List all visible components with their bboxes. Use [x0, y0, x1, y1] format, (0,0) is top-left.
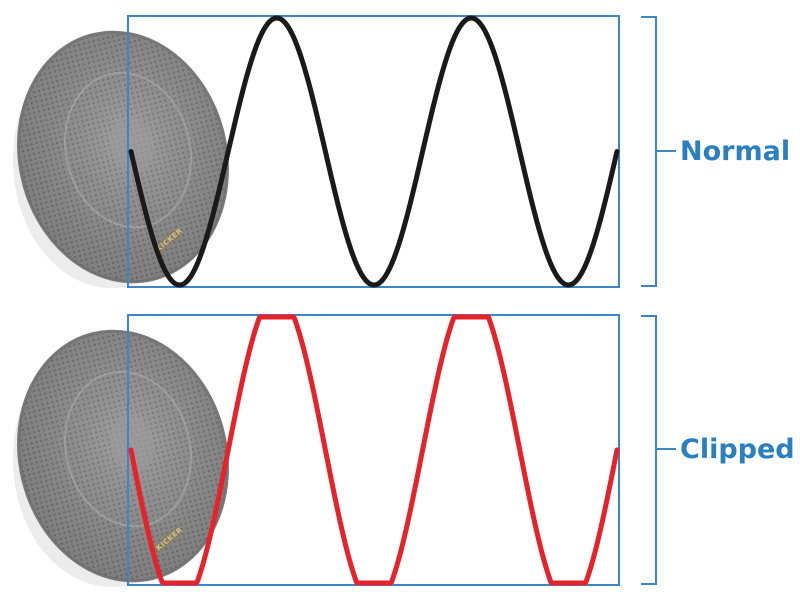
clipped-sine-wave	[128, 314, 620, 586]
clipped-label: Clipped	[680, 434, 795, 465]
clipped-panel: KICKER Clipped	[13, 314, 795, 587]
normal-label: Normal	[680, 136, 790, 167]
clipped-bracket	[641, 315, 657, 585]
normal-bracket	[641, 16, 657, 287]
speaker-grille-icon: KICKER	[13, 30, 229, 288]
normal-sine-wave	[128, 15, 620, 288]
speaker-grille-icon: KICKER	[13, 329, 229, 587]
normal-panel: KICKER Normal	[13, 15, 790, 288]
